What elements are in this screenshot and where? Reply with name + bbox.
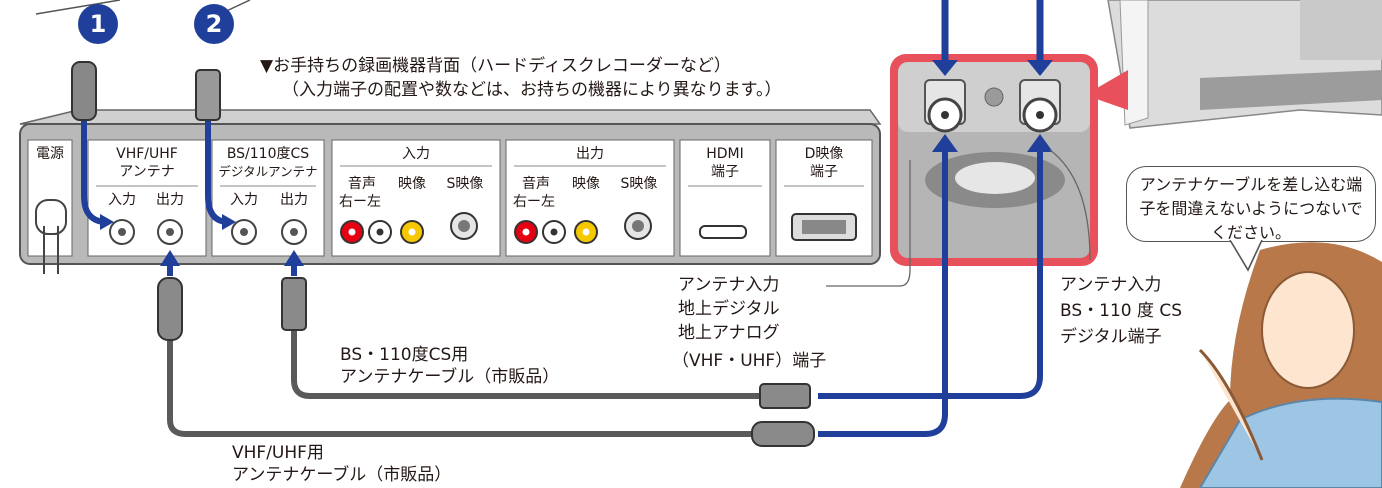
bs-out-label: 出力: [280, 192, 308, 208]
input-svideo-label: S映像: [446, 176, 484, 192]
hdmi-label2: 端子: [711, 164, 739, 180]
recorder-panel: [19, 109, 882, 274]
input-title: 入力: [402, 146, 430, 162]
badge1-leader: [35, 0, 121, 15]
woman-illustration: [1180, 233, 1382, 488]
input-video-label: 映像: [398, 176, 426, 192]
terrestrial-label-line2: 地上デジタル: [678, 299, 780, 319]
terrestrial-label-line4: （VHF・UHF）端子: [672, 351, 827, 371]
d-video-label1: D映像: [804, 146, 844, 162]
bs-terminal-label-line2: BS・110 度 CS: [1060, 301, 1183, 321]
hdmi-label1: HDMI: [706, 146, 744, 162]
vhf-plug-recorder: [157, 277, 183, 341]
plug-2: [195, 69, 221, 121]
tv-input-arrows: [941, 0, 1044, 64]
terrestrial-label-line3: 地上アナログ: [678, 323, 780, 343]
output-video-label: 映像: [572, 176, 600, 192]
output-title: 出力: [576, 146, 604, 162]
vhf-cable-label-line1: VHF/UHF用: [232, 443, 324, 463]
vhf-plug-tv: [751, 421, 815, 447]
bs-cable-label-line2: アンテナケーブル（市販品）: [340, 367, 560, 387]
input-audio-label: 音声: [348, 176, 376, 192]
speech-bubble-tail: [1229, 240, 1263, 272]
tv-cables: [818, 148, 1043, 437]
output-svideo-label: S映像: [620, 176, 658, 192]
input-lr-label: 右ー左: [339, 194, 381, 210]
vhf-cable-label-line2: アンテナケーブル（市販品）: [232, 465, 452, 485]
tv-illustration: [1107, 0, 1382, 129]
bs-terminal-label-line1: アンテナ入力: [1060, 275, 1162, 295]
device-note-line2: （入力端子の配置や数などは、お持ちの機器により異なります。）: [282, 80, 782, 100]
bs-title2: デジタルアンテナ: [218, 164, 318, 179]
bs-terminal-label-line3: デジタル端子: [1060, 327, 1162, 347]
bs-plug-tv: [759, 383, 811, 409]
step-2-number: 2: [205, 10, 223, 38]
output-audio-label: 音声: [522, 176, 550, 192]
vhf-title1: VHF/UHF: [116, 146, 178, 162]
vhf-in-label: 入力: [108, 192, 136, 208]
bs-in-label: 入力: [230, 192, 258, 208]
plug-1: [71, 61, 97, 121]
bs-cable-label-line1: BS・110度CS用: [340, 345, 469, 365]
bs-plug-recorder: [281, 277, 307, 331]
d-video-label2: 端子: [810, 164, 838, 180]
terminal-closeup: [890, 54, 1128, 266]
step-1-number: 1: [89, 10, 107, 38]
step-2-badge: 2: [194, 4, 234, 44]
power-label: 電源: [36, 146, 64, 162]
device-note-line1: ▼お手持ちの録画機器背面（ハードディスクレコーダーなど）: [260, 56, 731, 76]
terrestrial-label-line1: アンテナ入力: [678, 275, 780, 295]
step-1-badge: 1: [78, 4, 118, 44]
gray-cables: [167, 330, 760, 437]
bs-title1: BS/110度CS: [226, 146, 310, 162]
output-lr-label: 右ー左: [513, 194, 555, 210]
speech-bubble: アンテナケーブルを差し込む端子を間違えないようにつないでください。: [1126, 166, 1376, 242]
vhf-title2: アンテナ: [119, 164, 175, 180]
vhf-out-label: 出力: [156, 192, 184, 208]
